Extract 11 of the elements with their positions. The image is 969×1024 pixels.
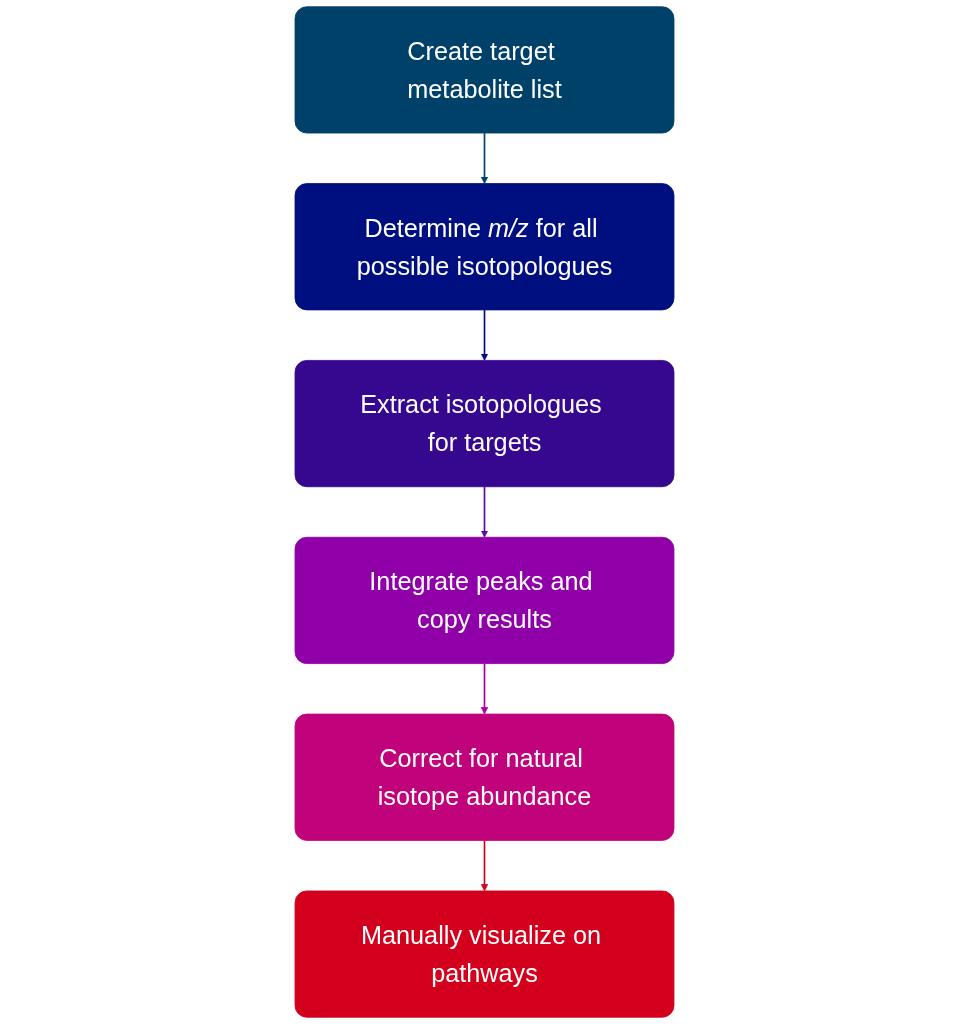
- arrow: [480, 309, 489, 361]
- node-box: Manually visualize on pathways: [294, 890, 675, 1018]
- node-box: Determine m/z for all possible isotopologues: [294, 183, 675, 311]
- arrow: [480, 839, 489, 892]
- arrow: [480, 485, 489, 538]
- arrow: [480, 132, 489, 184]
- node-box: Extract isotopologues for targets: [294, 360, 675, 488]
- node-box: Correct for natural isotope abundance: [294, 713, 675, 841]
- node-box: Integrate peaks and copy results: [294, 536, 675, 664]
- node-box: Create target metabolite list: [294, 6, 675, 134]
- arrow: [480, 662, 489, 715]
